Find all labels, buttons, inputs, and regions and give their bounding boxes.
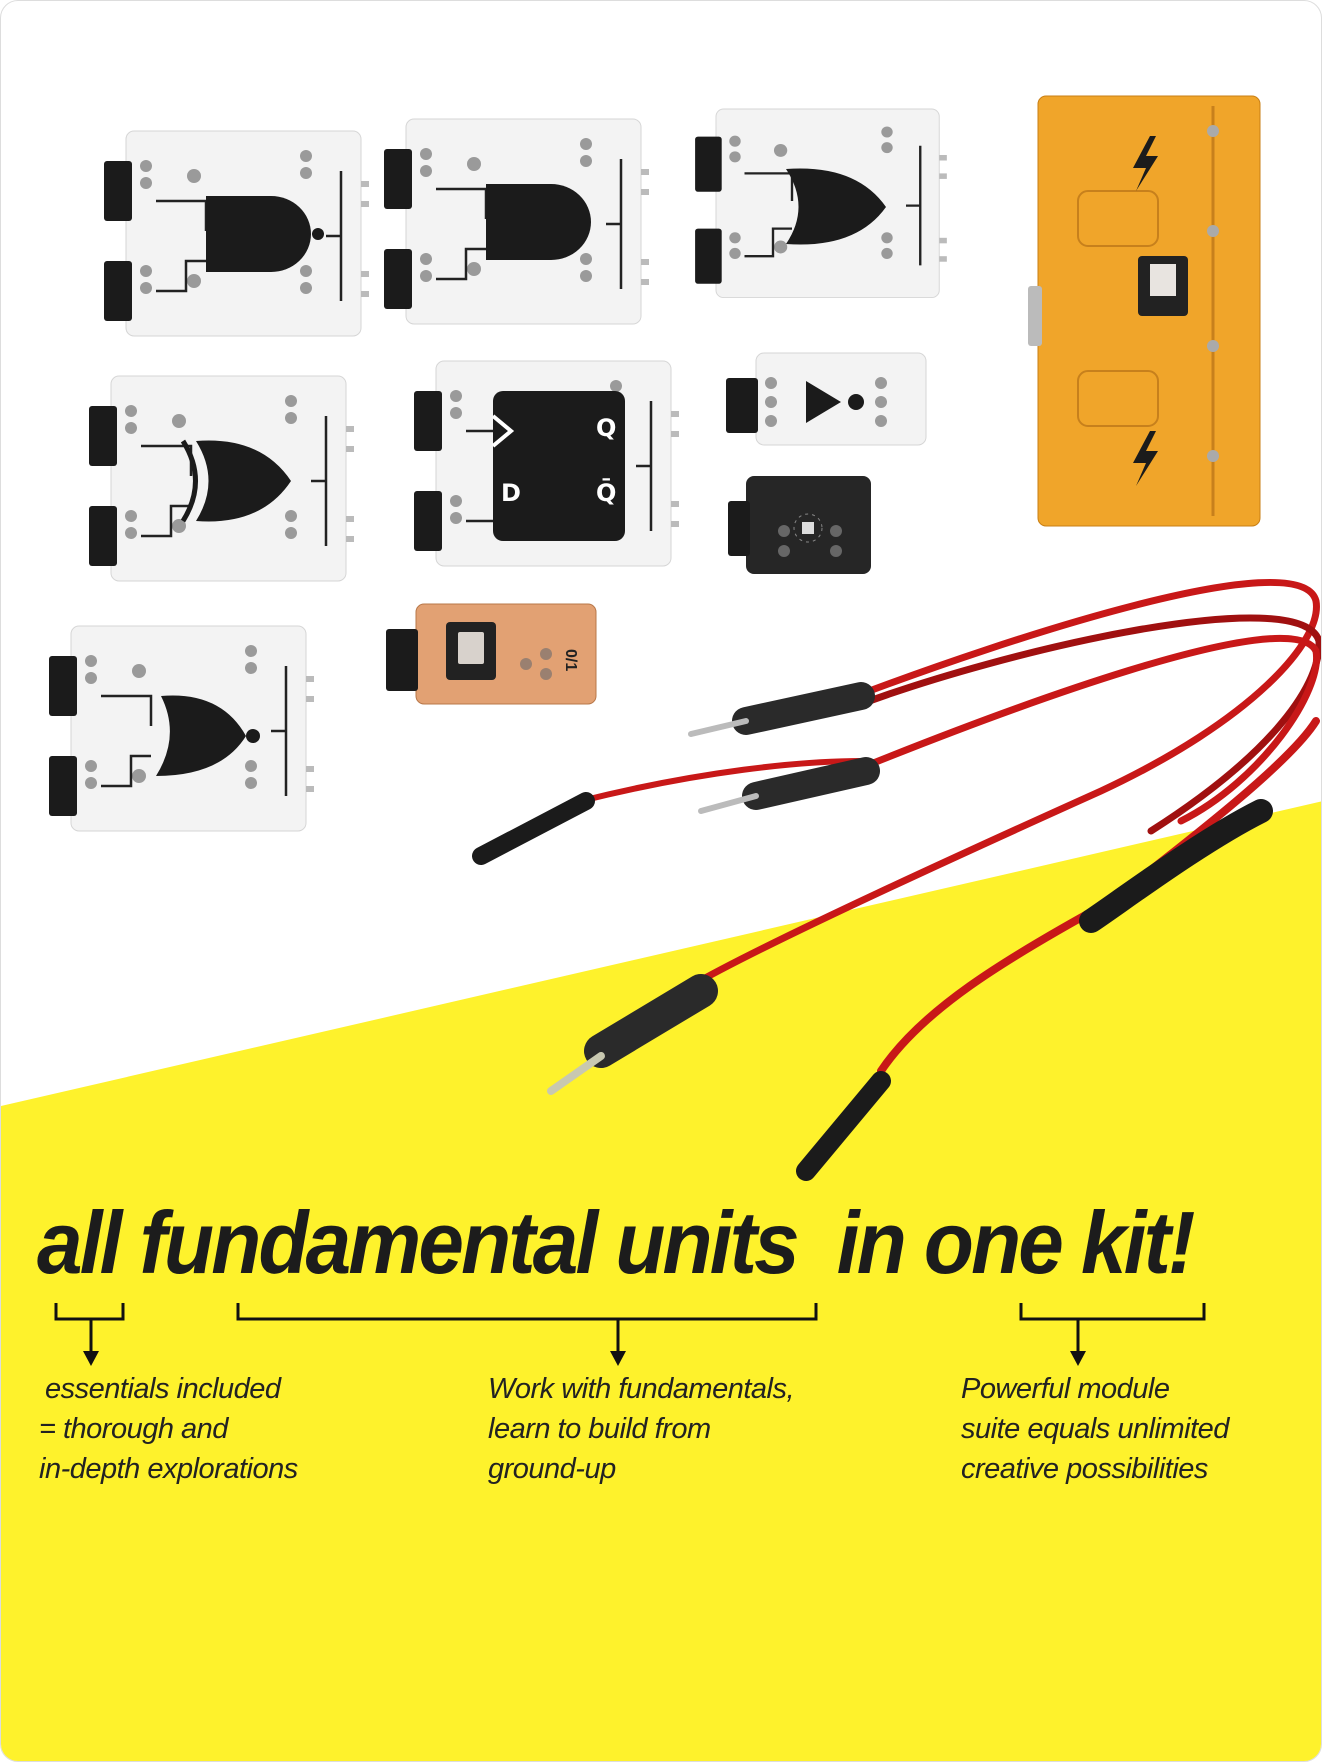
led-module xyxy=(728,476,871,574)
yellow-background-band xyxy=(1,801,1321,1761)
nand-gate-module xyxy=(382,117,651,326)
caption-line: essentials included xyxy=(45,1373,281,1405)
flipflop-qbar-label: Q̄ xyxy=(596,477,616,507)
and-gate-module xyxy=(102,129,371,338)
switch-module: 0/1 xyxy=(386,603,597,705)
xor-gate-module xyxy=(87,374,356,583)
power-board xyxy=(1028,95,1261,527)
d-flipflop-module: Q D Q̄ xyxy=(412,359,681,568)
arrow-down-icon xyxy=(1070,1351,1086,1366)
bracket-all xyxy=(54,1303,125,1353)
or-gate-module xyxy=(693,107,949,299)
caption-line: = thorough and xyxy=(39,1413,228,1445)
flipflop-d-label: D xyxy=(501,479,521,507)
bracket-in-one-kit xyxy=(1019,1303,1206,1353)
headline-in-one-kit: in one kit! xyxy=(836,1193,1196,1292)
headline-fundamental-units: fundamental units xyxy=(139,1193,800,1292)
caption-fundamentals: Work with fundamentals, learn to build f… xyxy=(488,1369,795,1489)
caption-essentials: essentials included = thorough and in-de… xyxy=(39,1369,298,1489)
switch-label: 0/1 xyxy=(562,649,579,671)
nor-gate-module xyxy=(47,624,316,833)
annotation-arrows xyxy=(83,1351,1086,1366)
caption-line: creative possibilities xyxy=(961,1453,1208,1485)
not-gate-module xyxy=(726,352,927,446)
headline-all: all xyxy=(37,1193,122,1292)
annotation-brackets xyxy=(54,1303,1206,1353)
arrow-down-icon xyxy=(83,1351,99,1366)
caption-line: Work with fundamentals, xyxy=(488,1373,795,1405)
caption-line: Powerful module xyxy=(961,1373,1170,1405)
flipflop-q-label: Q xyxy=(596,414,616,442)
caption-line: ground-up xyxy=(488,1453,616,1485)
caption-module-suite: Powerful module suite equals unlimited c… xyxy=(961,1369,1229,1489)
caption-line: learn to build from xyxy=(488,1413,711,1445)
jumper-wires xyxy=(472,578,1321,1181)
headline: all fundamental units in one kit! xyxy=(37,1199,1195,1287)
arrow-down-icon xyxy=(610,1351,626,1366)
caption-line: in-depth explorations xyxy=(39,1453,298,1485)
bracket-fundamental-units xyxy=(236,1303,818,1353)
caption-line: suite equals unlimited xyxy=(961,1413,1229,1445)
